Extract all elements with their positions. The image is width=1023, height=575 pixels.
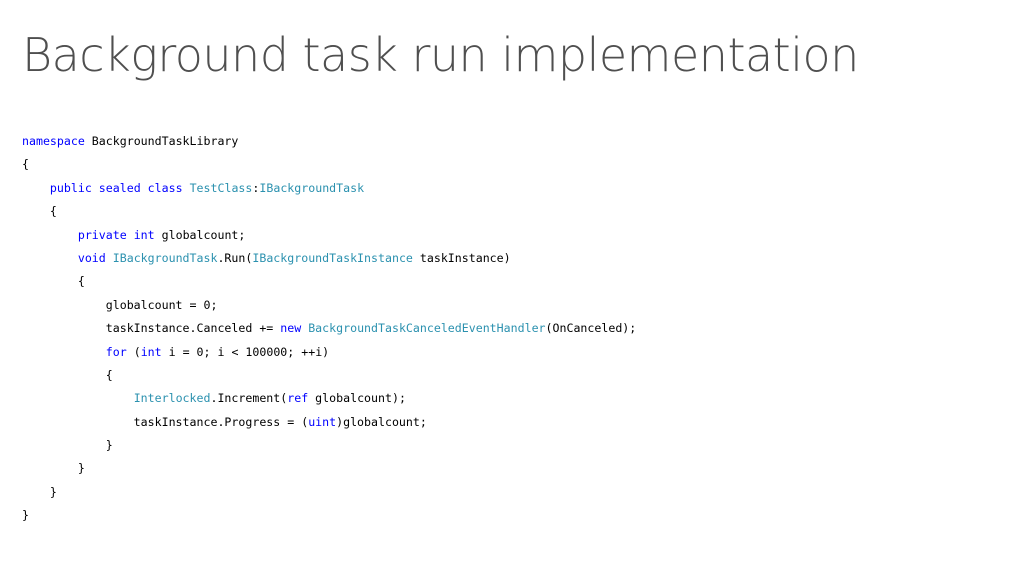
- code-text: [22, 345, 106, 359]
- code-keyword: sealed: [98, 180, 141, 195]
- code-block: namespace BackgroundTaskLibrary { public …: [22, 130, 636, 528]
- code-type: Interlocked: [133, 391, 211, 406]
- code-keyword: new: [280, 321, 302, 336]
- code-line: {: [22, 270, 636, 293]
- code-text: }: [22, 438, 113, 453]
- code-keyword: ref: [287, 391, 309, 406]
- code-keyword: int: [133, 227, 155, 242]
- code-text: :: [252, 180, 260, 195]
- code-type: IBackgroundTask: [259, 180, 365, 195]
- code-line: namespace BackgroundTaskLibrary: [22, 130, 636, 153]
- code-line: }: [22, 481, 636, 504]
- code-text: BackgroundTaskLibrary: [84, 134, 239, 148]
- code-keyword: private: [77, 227, 127, 242]
- code-text: [22, 391, 134, 405]
- code-line: }: [22, 504, 636, 527]
- code-keyword: class: [147, 180, 183, 195]
- code-line: for (int i = 0; i < 100000; ++i): [22, 341, 636, 364]
- code-line: Interlocked.Increment(ref globalcount);: [22, 387, 636, 410]
- code-line: {: [22, 153, 636, 176]
- code-text: [22, 228, 78, 242]
- code-text: taskInstance.Canceled +=: [22, 321, 281, 336]
- code-text: {: [22, 274, 85, 289]
- code-type: IBackgroundTask: [112, 250, 218, 265]
- code-type: TestClass: [189, 180, 253, 195]
- code-line: private int globalcount;: [22, 224, 636, 247]
- code-text: }: [22, 484, 57, 499]
- code-text: (OnCanceled);: [545, 321, 637, 336]
- code-line: globalcount = 0;: [22, 294, 636, 317]
- code-text: [141, 181, 148, 195]
- code-text: (: [126, 344, 141, 359]
- code-text: [92, 181, 99, 195]
- code-keyword: void: [77, 250, 106, 265]
- code-text: globalcount = 0;: [22, 297, 218, 312]
- code-line: }: [22, 457, 636, 480]
- code-text: [22, 251, 78, 265]
- code-text: taskInstance.Progress = (: [22, 414, 309, 429]
- code-keyword: int: [140, 344, 162, 359]
- code-text: }: [22, 508, 29, 523]
- code-type: BackgroundTaskCanceledEventHandler: [308, 321, 546, 336]
- code-type: IBackgroundTaskInstance: [252, 250, 413, 265]
- code-keyword: namespace: [22, 134, 85, 148]
- code-line: }: [22, 434, 636, 457]
- code-line: {: [22, 364, 636, 387]
- code-text: i = 0; i < 100000; ++i): [161, 344, 330, 359]
- code-text: {: [22, 367, 113, 382]
- code-text: {: [22, 157, 29, 172]
- code-line: {: [22, 200, 636, 223]
- code-text: .Increment(: [210, 391, 288, 406]
- code-text: [127, 228, 134, 242]
- code-keyword: for: [105, 344, 127, 359]
- code-text: {: [22, 204, 57, 219]
- code-text: globalcount;: [154, 227, 246, 242]
- code-keyword: public: [49, 180, 92, 195]
- code-text: [183, 181, 190, 195]
- slide-title: Background task run implementation: [22, 28, 859, 82]
- code-text: [106, 251, 113, 265]
- code-line: taskInstance.Canceled += new BackgroundT…: [22, 317, 637, 340]
- code-line: taskInstance.Progress = (uint)globalcoun…: [22, 411, 636, 434]
- code-text: )globalcount;: [336, 414, 427, 429]
- code-text: [22, 181, 50, 195]
- code-text: .Run(: [217, 250, 253, 265]
- code-text: globalcount);: [308, 391, 406, 406]
- code-line: public sealed class TestClass:IBackgroun…: [22, 177, 636, 200]
- code-line: void IBackgroundTask.Run(IBackgroundTask…: [22, 247, 636, 270]
- code-text: }: [22, 461, 85, 476]
- code-keyword: uint: [308, 414, 337, 429]
- code-text: taskInstance): [412, 250, 511, 265]
